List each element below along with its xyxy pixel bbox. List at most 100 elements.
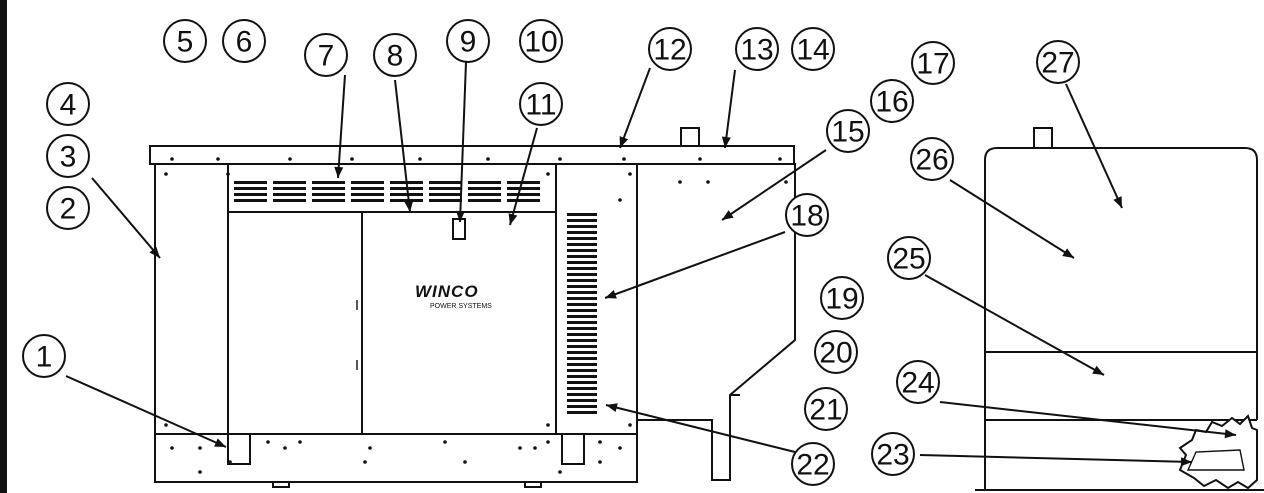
grille-slot [567,303,597,306]
grille-slot [273,181,306,184]
callout-24: 24 [896,360,940,404]
grille-slot [390,199,423,202]
callout-circle [222,19,266,63]
callout-number: 4 [60,89,77,122]
grille-slot [567,243,597,246]
rivet [226,172,230,176]
callout-number: 20 [819,337,852,370]
callout-number: 15 [831,116,864,149]
callout-20: 20 [814,330,858,374]
callout-circle [826,109,870,153]
rivet [418,157,422,161]
callout-8: 8 [373,33,417,77]
rivet [288,157,292,161]
grille-slot [567,219,597,222]
leader-arrowhead [606,403,618,413]
callout-number: 17 [916,48,949,81]
callout-circle [46,186,90,230]
rivet [598,440,602,444]
grille-slot [567,405,597,408]
callout-number: 7 [318,40,335,73]
grille-slot [567,237,597,240]
callout-circle [163,19,207,63]
grille-slot [567,393,597,396]
rivet [706,180,710,184]
grille-slot [468,187,501,190]
rivet [170,446,174,450]
callout-circle [820,276,864,320]
leader-line [924,274,1105,376]
grille-slot [567,249,597,252]
rivet [622,157,626,161]
grille-slot [567,213,597,216]
right-service-door [361,211,557,435]
brand-logo-text: WINCO [415,282,479,301]
rivet [350,157,354,161]
callout-number: 2 [60,193,77,226]
leader-line [724,69,736,149]
callout-circle [304,33,348,77]
callout-17: 17 [911,41,955,85]
grille-slot [273,199,306,202]
grille-slot [567,399,597,402]
rivet [628,172,632,176]
rivet [778,157,782,161]
callout-15: 15 [826,109,870,153]
base-foot [272,481,290,488]
rivet [164,172,168,176]
grille-slot [429,187,462,190]
grille-slot [567,381,597,384]
grille-slot [567,279,597,282]
callout-26: 26 [910,137,954,181]
leader-line [619,67,651,149]
callout-circle [785,193,829,237]
leader-arrowhead [455,210,465,222]
grille-slot [567,375,597,378]
side-view-exhaust-stub [1033,127,1053,149]
leader-arrowhead [1113,196,1122,208]
callout-circle [911,41,955,85]
rivet [266,440,270,444]
leader-line [459,61,467,223]
grille-slot [567,351,597,354]
rivet [363,460,367,464]
grille-slot [351,181,384,184]
grille-slot [507,187,540,190]
grille-slot [567,339,597,342]
leader-line [394,79,411,213]
leader-arrowhead [722,210,734,220]
callout-number: 16 [875,86,908,119]
base-frame [154,433,638,483]
grille-slot [351,187,384,190]
leader-line [721,149,827,221]
grille-slot [273,193,306,196]
grille-slot [312,181,345,184]
leader-line [337,74,346,179]
callout-25: 25 [887,236,931,280]
callout-23: 23 [871,432,915,476]
grille-slot [429,199,462,202]
left-frame-bar [0,0,7,493]
callout-number: 21 [809,394,842,427]
callout-14: 14 [791,27,835,71]
rivet [546,440,550,444]
rivet [618,446,622,450]
leader-line [91,177,161,259]
callout-number: 24 [901,367,934,400]
leader-arrowhead [605,289,617,299]
grille-slot [567,225,597,228]
callout-10: 10 [519,19,563,63]
callout-number: 12 [653,34,686,67]
leader-arrowhead [721,136,731,148]
top-grille-slots [234,181,540,202]
leader-arrowhead [619,136,629,148]
rivet [628,423,632,427]
leader-arrowhead [334,166,344,178]
rivet [618,198,622,202]
callout-number: 22 [796,449,829,482]
rivet [486,157,490,161]
grille-slot [567,309,597,312]
leader-arrowhead [404,200,414,212]
callout-circle [910,137,954,181]
